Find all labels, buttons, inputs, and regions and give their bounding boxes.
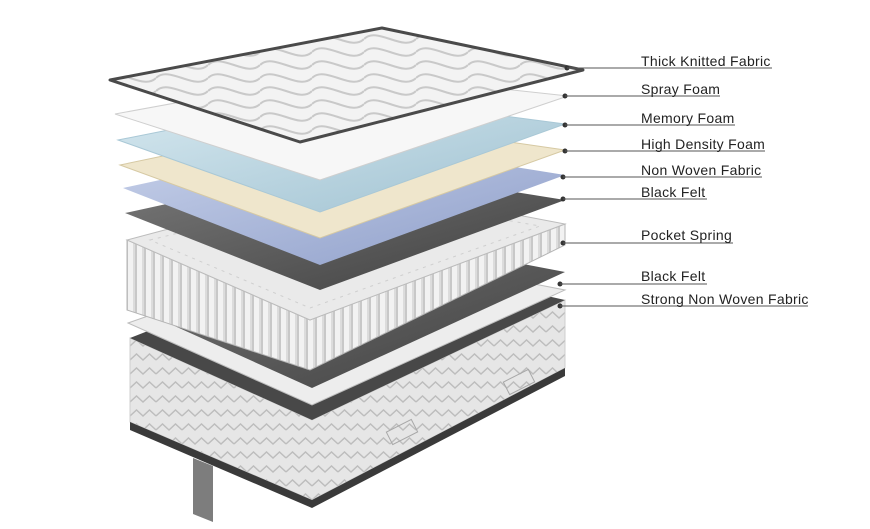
leader-line [557, 281, 707, 287]
leader-line [560, 174, 762, 180]
handle-icon [502, 368, 536, 396]
leader-line [560, 196, 707, 202]
leader-line [560, 240, 733, 246]
label-thick-knitted-fabric: Thick Knitted Fabric [641, 53, 771, 69]
label-pocket-spring: Pocket Spring [641, 227, 733, 243]
leader-line [562, 122, 735, 128]
label-non-woven-fabric: Non Woven Fabric [641, 162, 762, 178]
label-high-density-foam: High Density Foam [641, 136, 766, 152]
handle-icon [385, 418, 419, 446]
leader-line [557, 303, 808, 309]
label-memory-foam: Memory Foam [641, 110, 735, 126]
leader-line [562, 148, 765, 154]
leader-lines [557, 65, 808, 309]
label-spray-foam: Spray Foam [641, 81, 721, 97]
label-black-felt-lower: Black Felt [641, 268, 706, 284]
leader-line [564, 65, 772, 71]
layer-thick-knitted-fabric [108, 26, 585, 144]
label-black-felt-upper: Black Felt [641, 184, 706, 200]
brand-tag-icon [193, 457, 213, 523]
label-strong-non-woven: Strong Non Woven Fabric [641, 291, 809, 307]
leader-line [562, 93, 720, 99]
